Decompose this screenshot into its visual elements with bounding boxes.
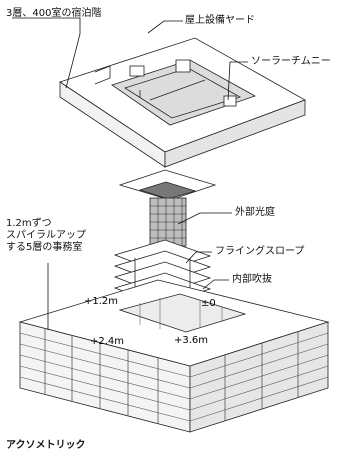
level-zero: ±0 <box>201 298 216 309</box>
label-spiral-office-line-2: スパイラルアップ <box>6 230 86 241</box>
label-guest-floors: 3層、400室の宿泊階 <box>6 8 102 19</box>
label-rooftop-yard: 屋上設備ヤード <box>185 15 255 26</box>
level-plus-1-2: +1.2m <box>84 296 119 307</box>
label-spiral-office: 1.2mずつ スパイラルアップ する5層の事務室 <box>6 218 98 254</box>
label-flying-slope: フライングスロープ <box>215 246 305 257</box>
guest-floors-block <box>59 37 306 168</box>
label-external-court: 外部光庭 <box>235 207 275 218</box>
level-plus-3-6: +3.6m <box>174 335 209 346</box>
leader-lines <box>12 17 248 330</box>
label-solar-chimney: ソーラーチムニー <box>251 56 331 67</box>
label-spiral-office-line-1: 1.2mずつ <box>6 218 52 229</box>
label-spiral-office-line-3: する5層の事務室 <box>6 242 83 253</box>
external-courtyard-lattice <box>118 169 217 247</box>
level-plus-2-4: +2.4m <box>90 336 125 347</box>
caption: アクソメトリック <box>6 440 86 451</box>
office-block <box>18 279 330 433</box>
label-internal-atrium: 内部吹抜 <box>232 274 272 285</box>
